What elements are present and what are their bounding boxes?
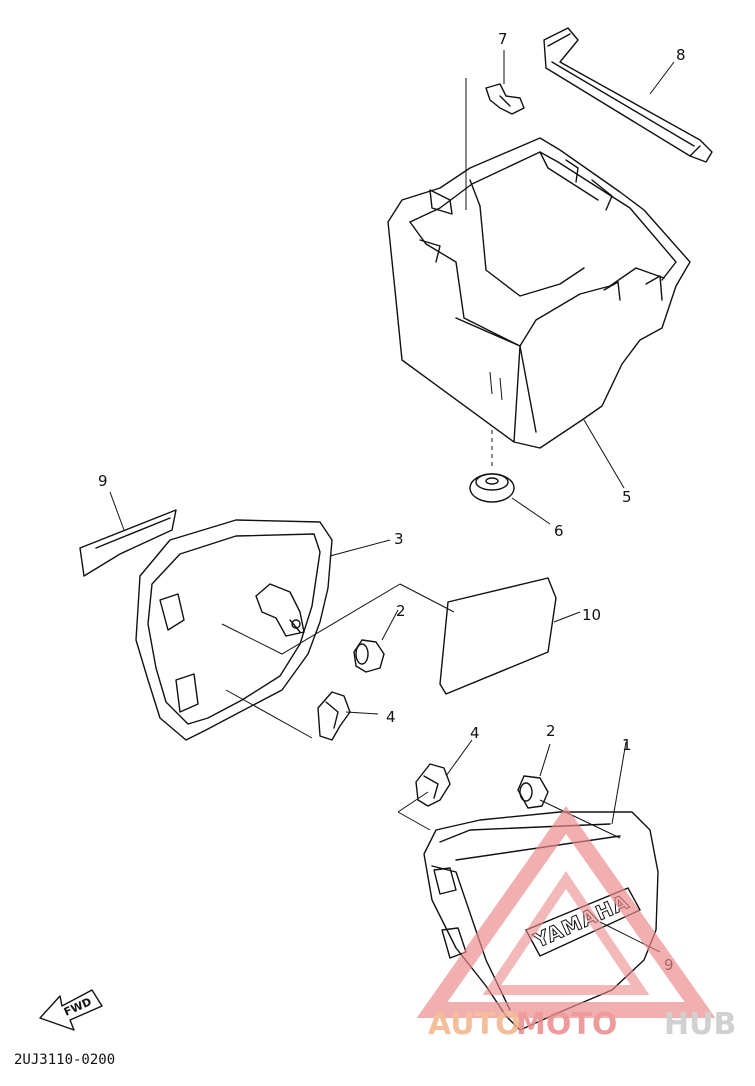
watermark-part3: HUB [664,1007,736,1042]
watermark-logo: AUTO MOTO HUB [416,806,736,1042]
fwd-arrow: FWD [39,989,103,1031]
callout-10: 10 [582,606,601,624]
callout-4-lower: 4 [470,724,480,742]
watermark-part2: MOTO [516,1007,617,1042]
bolt-part-7 [485,83,525,115]
callout-5: 5 [622,488,632,506]
callout-2-lower: 2 [546,722,556,740]
drawing-code: 2UJ3110-0200 [14,1052,115,1068]
callout-7: 7 [498,30,508,48]
clip-part-4-upper [317,691,351,741]
grommet-part-2-lower [517,775,549,809]
watermark-part1: AUTO [428,1007,521,1042]
callout-9-upper: 9 [98,472,108,490]
callout-8: 8 [676,46,686,64]
callout-1: 1 [622,736,632,754]
callout-4-upper: 4 [386,708,396,726]
decal-part-9-upper [79,509,177,577]
grommet-part-2-upper [353,639,385,673]
callout-2-upper: 2 [396,602,406,620]
grommet-part-6 [469,430,515,503]
callout-3: 3 [394,530,404,548]
callout-6: 6 [554,522,564,540]
clip-part-4-lower [415,763,451,807]
battery-strap-part-8 [543,27,713,163]
pad-part-10 [439,577,557,695]
leader-lines [109,50,675,953]
battery-box-part-5 [387,137,691,449]
